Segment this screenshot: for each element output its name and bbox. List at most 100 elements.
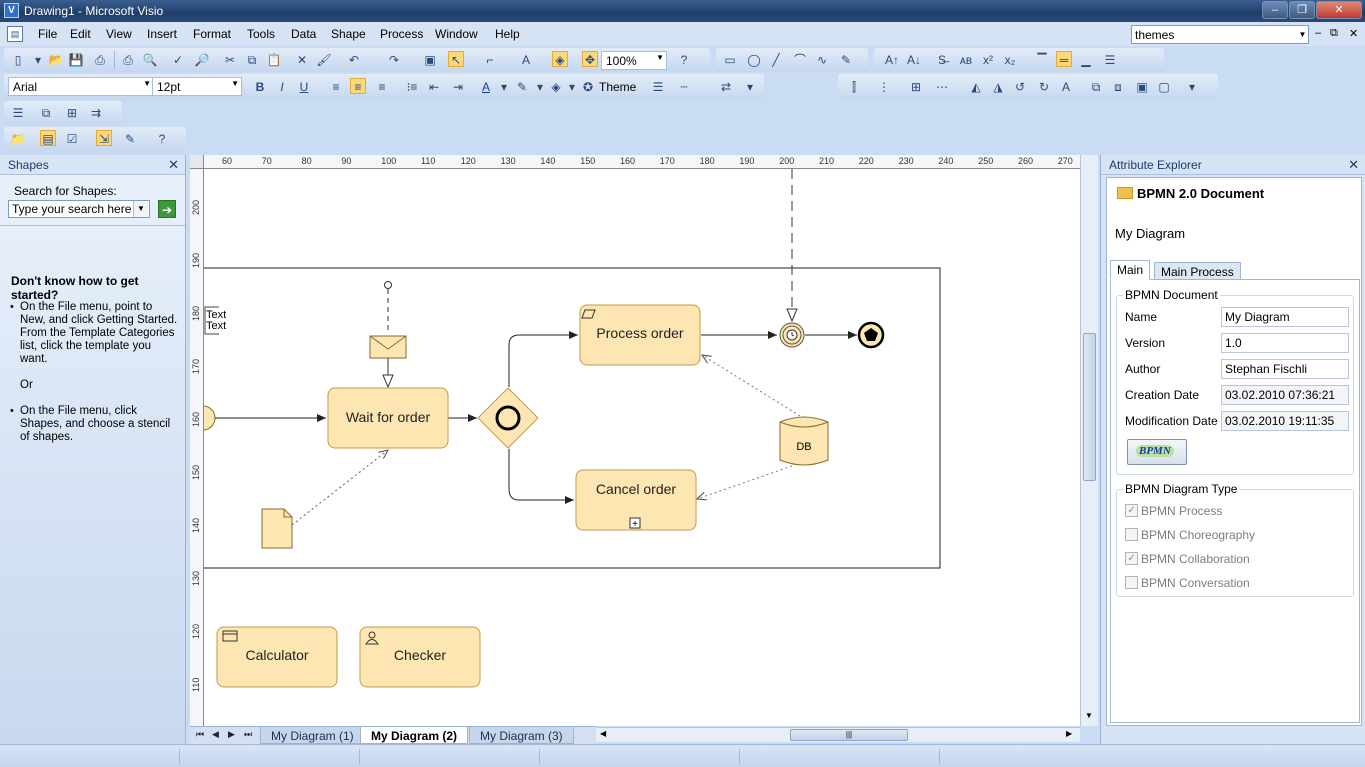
toolbar-options-icon[interactable]: ▾: [746, 80, 754, 94]
arc-tool-icon[interactable]: ⌒: [793, 53, 806, 67]
bring-to-front-icon[interactable]: ▣: [1136, 80, 1148, 94]
search-shapes-input[interactable]: Type your search here: [8, 200, 150, 218]
attribute-explorer-icon[interactable]: ▤: [40, 130, 56, 146]
layers-icon[interactable]: ☰: [12, 106, 24, 120]
tab-main[interactable]: Main: [1110, 260, 1151, 280]
align-left-icon[interactable]: ≡: [332, 80, 340, 94]
line-weight-icon[interactable]: ☰: [652, 80, 664, 94]
sequence-flow[interactable]: [508, 331, 578, 387]
vertical-scrollbar-thumb[interactable]: [1083, 333, 1096, 481]
search-go-icon[interactable]: ➔: [158, 200, 176, 218]
research-icon[interactable]: 🔎: [194, 53, 210, 67]
start-event[interactable]: [204, 405, 216, 431]
stamp-tool-icon[interactable]: ◈: [552, 51, 568, 67]
align-center-icon[interactable]: ≡: [350, 78, 366, 94]
menu-view[interactable]: View: [106, 27, 132, 41]
settings-icon[interactable]: ✎: [124, 132, 136, 146]
text-annotation-2[interactable]: Text: [206, 320, 226, 332]
connector-tool-icon[interactable]: ⌐: [486, 53, 494, 67]
minimize-button[interactable]: –: [1262, 1, 1288, 19]
paste-icon[interactable]: 📋: [266, 53, 282, 67]
preview-icon[interactable]: 🔍: [142, 53, 158, 67]
menu-process[interactable]: Process: [380, 27, 424, 41]
ellipse-tool-icon[interactable]: ◯: [747, 53, 761, 67]
checkbox-bpmn-collaboration[interactable]: ✓: [1125, 552, 1138, 565]
new-icon[interactable]: ▯: [14, 53, 22, 67]
subscript-icon[interactable]: x₂: [1004, 53, 1016, 67]
horizontal-scrollbar-thumb[interactable]: |||: [790, 729, 908, 741]
help-search-dropdown-icon[interactable]: ▼: [1298, 30, 1307, 39]
align-right-icon[interactable]: ≡: [378, 80, 386, 94]
page-tab-3[interactable]: My Diagram (3): [469, 727, 574, 744]
sequence-flow[interactable]: [508, 449, 574, 504]
align-top-icon[interactable]: ▔: [1037, 53, 1047, 67]
align-middle-icon[interactable]: ═: [1056, 51, 1072, 67]
mdi-close-button[interactable]: ✕: [1349, 28, 1359, 40]
flip-vertical-icon[interactable]: ◮: [993, 80, 1003, 94]
font-name-dropdown-icon[interactable]: ▼: [143, 79, 151, 88]
pan-zoom-icon[interactable]: ✥: [582, 51, 598, 67]
horizontal-scrollbar[interactable]: ◀ ||| ▶: [596, 727, 1080, 742]
help-icon[interactable]: ?: [680, 53, 688, 67]
page-tab-1[interactable]: My Diagram (1): [260, 727, 365, 744]
bullets-icon[interactable]: ⁝≡: [406, 80, 418, 94]
font-size-dropdown-icon[interactable]: ▼: [231, 79, 239, 88]
first-page-icon[interactable]: ⏮: [196, 729, 205, 739]
line-color-dropdown-icon[interactable]: ▾: [536, 80, 544, 94]
document-icon[interactable]: ▤: [7, 26, 23, 42]
text-tool-icon[interactable]: A: [521, 53, 530, 67]
paragraph-spacing-icon[interactable]: ☰: [1104, 53, 1116, 67]
open-icon[interactable]: 📂: [48, 53, 64, 67]
data-store-db[interactable]: [779, 416, 829, 466]
small-caps-icon[interactable]: ᴀʙ: [959, 53, 973, 67]
data-object[interactable]: [261, 508, 293, 549]
zoom-dropdown-icon[interactable]: ▼: [656, 53, 664, 62]
fill-color-dropdown-icon[interactable]: ▾: [568, 80, 576, 94]
visio-app-icon[interactable]: V: [4, 3, 19, 18]
rotate-right-icon[interactable]: ↻: [1038, 80, 1050, 94]
zoom-combobox[interactable]: 100% ▼: [601, 51, 667, 70]
maximize-button[interactable]: ❐: [1289, 1, 1315, 19]
send-to-back-icon[interactable]: ▢: [1158, 80, 1170, 94]
export-icon[interactable]: ⇲: [96, 130, 112, 146]
line-ends-icon[interactable]: ⇄: [720, 80, 732, 94]
rotate-text-icon[interactable]: A: [1061, 80, 1070, 94]
data-association[interactable]: [702, 355, 801, 417]
task-calculator[interactable]: [216, 626, 338, 688]
close-icon[interactable]: ✕: [168, 157, 179, 172]
font-name-combobox[interactable]: Arial ▼: [8, 77, 154, 96]
connect-shapes-icon[interactable]: ⋯: [936, 80, 948, 94]
toolbar-options-icon-2[interactable]: ▾: [1188, 80, 1196, 94]
menu-format[interactable]: Format: [193, 27, 232, 41]
line-pattern-icon[interactable]: ┄: [680, 80, 688, 94]
version-field[interactable]: 1.0: [1221, 333, 1349, 353]
font-size-combobox[interactable]: 12pt ▼: [152, 77, 242, 96]
print-icon[interactable]: ⎙: [123, 53, 133, 67]
next-page-icon[interactable]: ▶: [228, 729, 235, 739]
close-button[interactable]: ✕: [1316, 1, 1362, 19]
search-dropdown-icon[interactable]: ▼: [133, 201, 148, 217]
spelling-icon[interactable]: ✓: [172, 53, 184, 67]
text-annotation-1[interactable]: Text: [206, 309, 226, 321]
page-tab-2[interactable]: My Diagram (2): [360, 727, 469, 744]
decrease-font-icon[interactable]: A↓: [906, 53, 921, 67]
new-dropdown-icon[interactable]: ▾: [34, 53, 42, 67]
layer-properties-icon[interactable]: ⊞: [66, 106, 78, 120]
vertical-ruler[interactable]: 200190180170160150140130120110100: [190, 169, 204, 726]
freeform-tool-icon[interactable]: ∿: [816, 53, 828, 67]
scroll-right-icon[interactable]: ▶: [1066, 729, 1073, 738]
menu-file[interactable]: File: [38, 27, 58, 41]
close-icon[interactable]: ✕: [1348, 157, 1359, 172]
scroll-down-icon[interactable]: ▼: [1085, 711, 1093, 720]
task-wait-for-order[interactable]: [327, 387, 449, 449]
bold-icon[interactable]: B: [255, 80, 265, 94]
increase-font-icon[interactable]: A↑: [884, 53, 899, 67]
last-page-icon[interactable]: ⏭: [244, 729, 253, 739]
line-tool-icon[interactable]: ╱: [772, 53, 780, 67]
strikethrough-icon[interactable]: S̶: [937, 53, 946, 67]
ungroup-icon[interactable]: ⧈: [1114, 80, 1122, 94]
save-icon[interactable]: 💾: [68, 53, 84, 67]
redo-icon[interactable]: ↷: [388, 53, 400, 67]
checkbox-bpmn-conversation[interactable]: [1125, 576, 1138, 589]
